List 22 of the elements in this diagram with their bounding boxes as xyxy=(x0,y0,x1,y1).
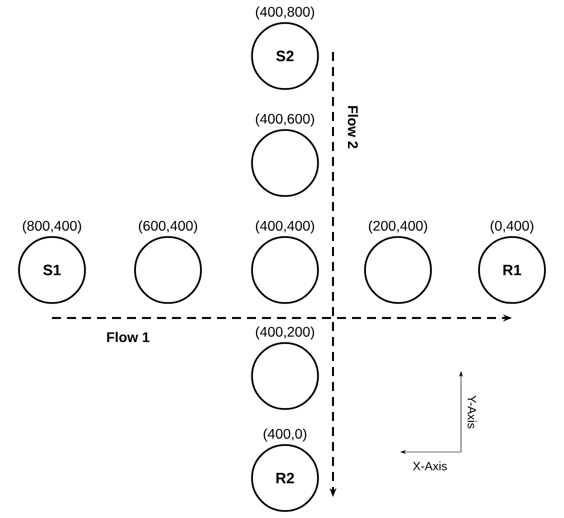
coordinate-label: (600,400) xyxy=(138,220,198,234)
circle-node: S2 xyxy=(251,22,319,90)
axis-label: X-Axis xyxy=(412,462,447,470)
empty-circle xyxy=(134,236,202,304)
coordinate-label: (400,0) xyxy=(264,428,306,442)
coordinate-label: (400,600) xyxy=(256,113,314,127)
coordinate-label: (0,400) xyxy=(490,220,534,234)
empty-circle xyxy=(364,236,432,304)
empty-circle xyxy=(251,129,319,197)
circle-node: S1 xyxy=(18,236,86,304)
circle-node: R2 xyxy=(251,444,319,512)
coordinate-label: (400,800) xyxy=(256,6,314,20)
coordinate-label: (800,400) xyxy=(22,220,82,234)
flow-label: Flow 1 xyxy=(107,332,150,342)
circle-node: R1 xyxy=(478,236,546,304)
empty-circle xyxy=(251,236,319,304)
axis-label: Y-Axis xyxy=(468,395,476,428)
coordinate-label: (400,400) xyxy=(256,220,314,234)
empty-circle xyxy=(251,342,319,410)
coordinate-label: (400,200) xyxy=(256,326,314,340)
coordinate-label: (200,400) xyxy=(368,220,428,234)
flow-label: Flow 2 xyxy=(348,106,358,148)
